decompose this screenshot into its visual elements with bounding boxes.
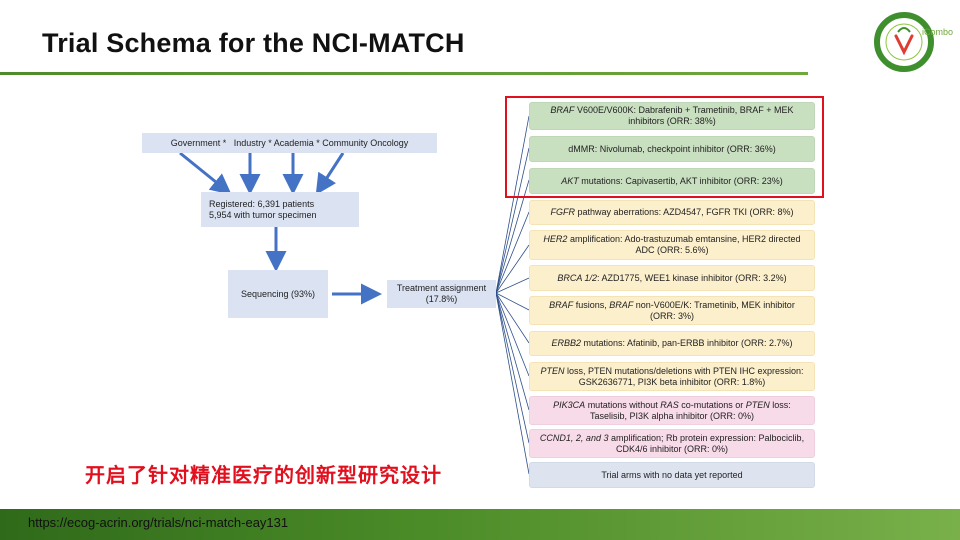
community-arrow [315,152,345,196]
arm-text: loss, PTEN mutations/deletions with PTEN… [564,365,804,387]
arm-ccnd: CCND1, 2, and 3 amplification; Rb protei… [529,429,815,458]
arm-text: pathway aberrations: AZD4547, FGFR TKI (… [575,207,794,217]
icombo-text: iCombo [922,27,953,37]
arm-fan-lines [495,115,530,475]
treatment-assignment-box: Treatment assignment (17.8%) [387,280,496,308]
sysucc-logo: iCombo [874,12,953,72]
arm-brca: BRCA 1/2: AZD1775, WEE1 kinase inhibitor… [529,265,815,291]
arm-erbb2: ERBB2 mutations: Afatinib, pan-ERBB inhi… [529,331,815,356]
arm-braf-fusions: BRAF fusions, BRAF non-V600E/K: Trametin… [529,296,815,325]
sequencing-box: Sequencing (93%) [228,270,328,318]
arm-gene: ERBB2 [551,338,581,348]
arm-text: dMMR: Nivolumab, checkpoint inhibitor (O… [568,143,776,154]
arm-gene-2: BRAF [609,299,634,310]
government-arrow [179,151,232,195]
footer-bar [0,509,960,540]
arm-gene: BRAF [549,299,574,310]
arm-braf-v600: BRAF V600E/V600K: Dabrafenib + Trametini… [529,102,815,130]
arm-text: fusions, [573,299,610,310]
arm-gene: BRCA 1/2 [557,272,598,283]
title-divider [0,72,808,75]
arm-text: : AZD1775, WEE1 kinase inhibitor (ORR: 3… [597,272,787,283]
arm-akt: AKT mutations: Capivasertib, AKT inhibit… [529,168,815,194]
arm-text: amplification: Ado-trastuzumab emtansine… [567,234,801,255]
arm-no-data: Trial arms with no data yet reported [529,462,815,488]
highlight-frame [505,96,824,198]
registered-box: Registered: 6,391 patients 5,954 with tu… [201,192,359,227]
arm-gene-3: PTEN [745,399,770,410]
arm-gene: BRAF [550,105,575,115]
arm-text: mutations: Capivasertib, AKT inhibitor (… [578,175,783,186]
arm-gene: PIK3CA [553,399,586,410]
arm-gene: AKT [561,175,579,186]
arm-gene: FGFR [550,207,576,217]
sources-box: Government * Industry * Academia * Commu… [142,133,437,153]
source-url-link[interactable]: https://ecog-acrin.org/trials/nci-match-… [28,515,289,530]
sources-text: Government * Industry * Academia * Commu… [170,137,409,148]
arm-text-3: loss: Taselisib, PI3K alpha inhibitor (O… [589,399,791,421]
arm-text-2: non-V600E/K: Trametinib, MEK inhibitor (… [633,299,795,321]
arm-text: Trial arms with no data yet reported [601,469,743,480]
arm-dmmr: dMMR: Nivolumab, checkpoint inhibitor (O… [529,136,815,162]
assignment-line-1: Treatment assignment [396,283,487,293]
registered-line-1: Registered: 6,391 patients [209,198,315,209]
arm-her2: HER2 amplification: Ado-trastuzumab emta… [529,230,815,260]
arm-fgfr: FGFR pathway aberrations: AZD4547, FGFR … [529,200,815,225]
arm-pik3ca: PIK3CA mutations without RAS co-mutation… [529,396,815,425]
arm-gene-2: RAS [660,399,679,410]
registered-line-2: 5,954 with tumor specimen [209,209,317,220]
arm-text: mutations: Afatinib, pan-ERBB inhibitor … [580,338,793,348]
arm-pten: PTEN loss, PTEN mutations/deletions with… [529,362,815,391]
arm-text: V600E/V600K: Dabrafenib + Trametinib, BR… [574,105,794,126]
arm-text: amplification; Rb protein expression: Pa… [608,432,805,454]
assignment-line-2: (17.8%) [425,294,458,304]
arm-gene: CCND1, 2, and 3 [539,432,609,443]
page-title: Trial Schema for the NCI-MATCH [42,28,465,58]
arm-gene: HER2 [543,234,568,244]
chinese-caption: 开启了针对精准医疗的创新型研究设计 [85,465,442,487]
arm-gene: PTEN [540,365,565,376]
arm-text-2: co-mutations or [678,399,746,410]
arm-text: mutations without [585,399,661,410]
sequencing-text: Sequencing (93%) [240,288,316,299]
